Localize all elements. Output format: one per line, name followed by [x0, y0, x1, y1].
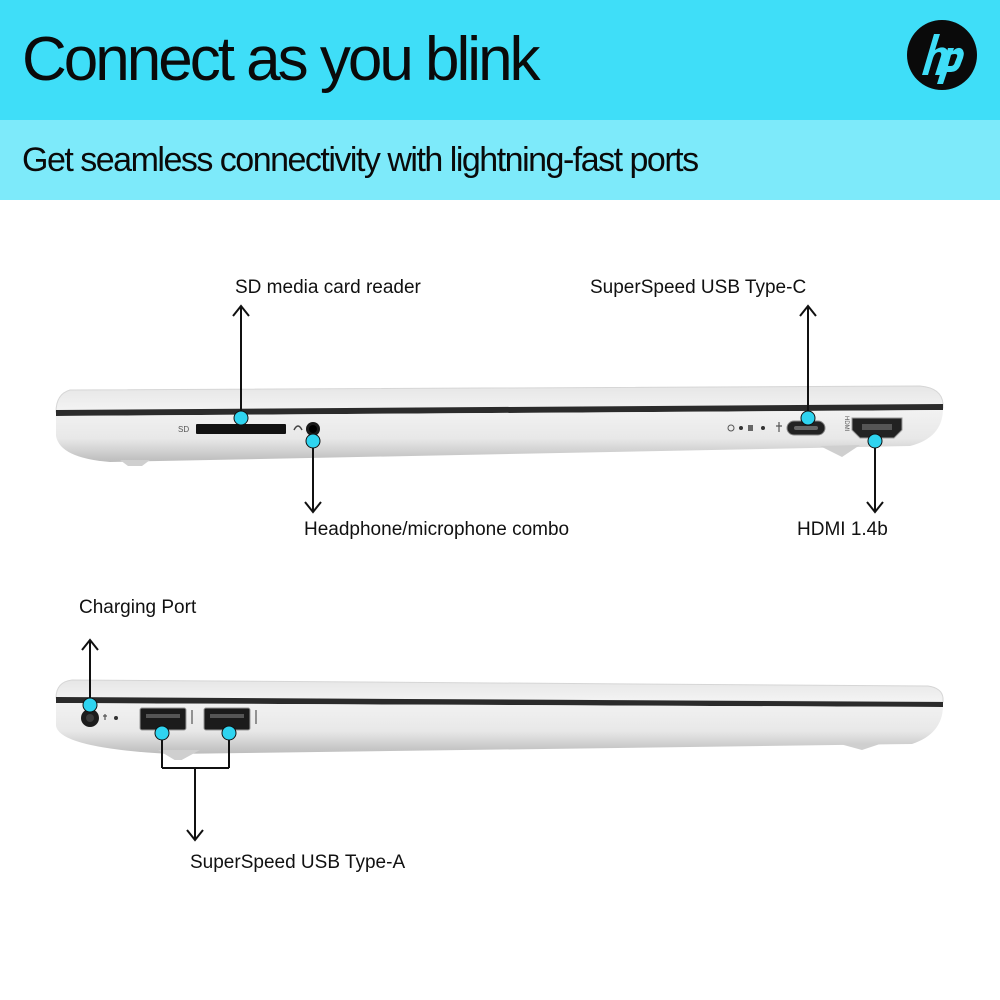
- page-subtitle: Get seamless connectivity with lightning…: [22, 141, 699, 179]
- subheader-banner: [0, 120, 1000, 200]
- label-charging-port: Charging Port: [79, 597, 197, 618]
- label-usb-type-a: SuperSpeed USB Type-A: [190, 852, 406, 873]
- svg-text:SD: SD: [178, 425, 189, 434]
- label-usb-type-c: SuperSpeed USB Type-C: [590, 277, 807, 298]
- laptop-left-side-view: [50, 670, 950, 760]
- label-headphone-mic-combo: Headphone/microphone combo: [304, 519, 570, 540]
- label-hdmi: HDMI 1.4b: [797, 519, 888, 540]
- svg-text:HDMI: HDMI: [843, 416, 849, 432]
- label-sd-card-reader: SD media card reader: [235, 277, 421, 298]
- page-title: Connect as you blink: [22, 25, 541, 94]
- laptop-right-side-view: SD HDMI: [50, 380, 950, 470]
- hp-logo-icon: [907, 20, 977, 90]
- header-banner: [0, 0, 1000, 120]
